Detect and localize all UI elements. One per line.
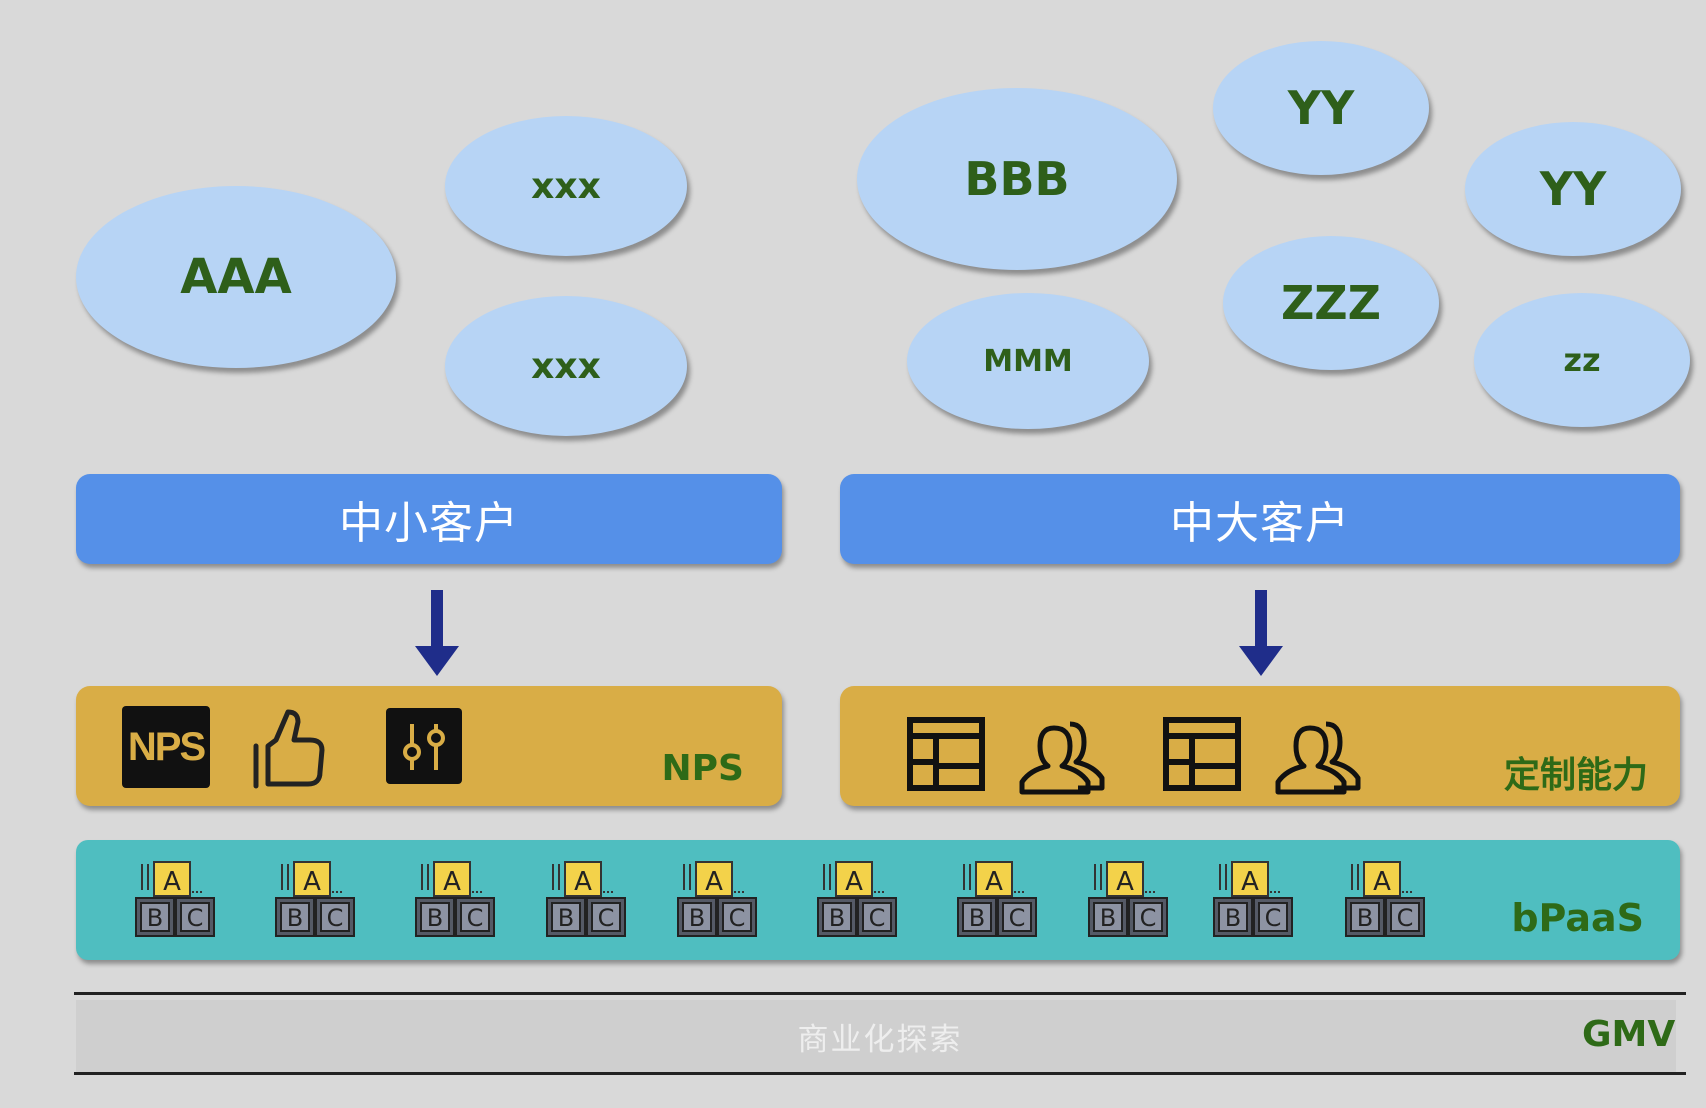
divider-line-bottom xyxy=(74,1072,1686,1075)
svg-text:B: B xyxy=(1100,904,1116,932)
svg-text:B: B xyxy=(1225,904,1241,932)
nps-badge-text: NPS xyxy=(127,724,206,769)
bubble-xxx-bottom: xxx xyxy=(445,296,687,436)
svg-text:B: B xyxy=(969,904,985,932)
svg-text:A: A xyxy=(845,867,863,897)
exploration-label: 商业化探索 xyxy=(797,1022,963,1058)
svg-text:C: C xyxy=(1009,904,1026,932)
users-group-icon xyxy=(1019,721,1105,795)
svg-text:A: A xyxy=(163,867,181,897)
exploration-bar xyxy=(76,1000,1676,1072)
svg-text:C: C xyxy=(729,904,746,932)
bubble-label: BBB xyxy=(964,152,1070,206)
svg-text:A: A xyxy=(303,867,321,897)
bubble-yy-right: YY xyxy=(1465,122,1681,256)
bubble-label: MMM xyxy=(983,343,1073,379)
bubble-bbb: BBB xyxy=(857,88,1177,270)
nps-badge-icon: NPS xyxy=(122,706,210,788)
bubble-label: zz xyxy=(1563,341,1601,379)
bubble-label: ZZZ xyxy=(1280,276,1382,330)
svg-text:A: A xyxy=(1373,867,1391,897)
capability-label: 定制能力 xyxy=(1503,755,1648,796)
bubble-mmm: MMM xyxy=(907,293,1149,429)
capability-custom: 定制能力 xyxy=(840,686,1680,806)
bubble-label: YY xyxy=(1287,81,1355,135)
bubble-xxx-top: xxx xyxy=(445,116,687,256)
svg-text:C: C xyxy=(1140,904,1157,932)
svg-text:B: B xyxy=(287,904,303,932)
gmv-label: GMV xyxy=(1582,1014,1676,1055)
bubble-yy-top: YY xyxy=(1213,41,1429,175)
bubble-label: YY xyxy=(1539,162,1607,216)
platform-label: bPaaS xyxy=(1511,896,1644,940)
svg-text:B: B xyxy=(427,904,443,932)
down-arrow-icon xyxy=(1239,590,1283,676)
svg-text:A: A xyxy=(1116,867,1134,897)
bubble-label: xxx xyxy=(531,345,601,387)
bubble-zzz: ZZZ xyxy=(1223,236,1439,370)
segment-label: 中大客户 xyxy=(1170,498,1350,549)
layout-template-icon xyxy=(907,717,985,791)
svg-text:A: A xyxy=(574,867,592,897)
svg-text:C: C xyxy=(327,904,344,932)
svg-text:A: A xyxy=(1241,867,1259,897)
divider-line-top xyxy=(74,992,1686,995)
svg-text:B: B xyxy=(1357,904,1373,932)
svg-text:A: A xyxy=(705,867,723,897)
svg-text:B: B xyxy=(558,904,574,932)
svg-text:C: C xyxy=(598,904,615,932)
bubble-label: xxx xyxy=(531,165,601,207)
segment-small-medium: 中小客户 xyxy=(76,474,782,564)
svg-text:C: C xyxy=(1265,904,1282,932)
segment-medium-large: 中大客户 xyxy=(840,474,1680,564)
segment-label: 中小客户 xyxy=(339,498,519,549)
svg-text:A: A xyxy=(985,867,1003,897)
users-group-icon xyxy=(1275,721,1361,795)
capability-label: NPS xyxy=(661,748,744,789)
svg-text:B: B xyxy=(147,904,163,932)
thumbs-up-icon xyxy=(253,709,325,789)
capability-nps: NPS NPS xyxy=(76,686,782,806)
sliders-icon xyxy=(386,708,462,784)
svg-text:B: B xyxy=(829,904,845,932)
down-arrow-icon xyxy=(415,590,459,676)
bubble-label: AAA xyxy=(180,249,292,305)
svg-text:C: C xyxy=(869,904,886,932)
layout-template-icon xyxy=(1163,717,1241,791)
svg-text:B: B xyxy=(689,904,705,932)
svg-text:C: C xyxy=(187,904,204,932)
svg-text:C: C xyxy=(467,904,484,932)
bubble-zz: zz xyxy=(1474,293,1690,427)
svg-text:C: C xyxy=(1397,904,1414,932)
bubble-aaa: AAA xyxy=(76,186,396,368)
svg-text:A: A xyxy=(443,867,461,897)
